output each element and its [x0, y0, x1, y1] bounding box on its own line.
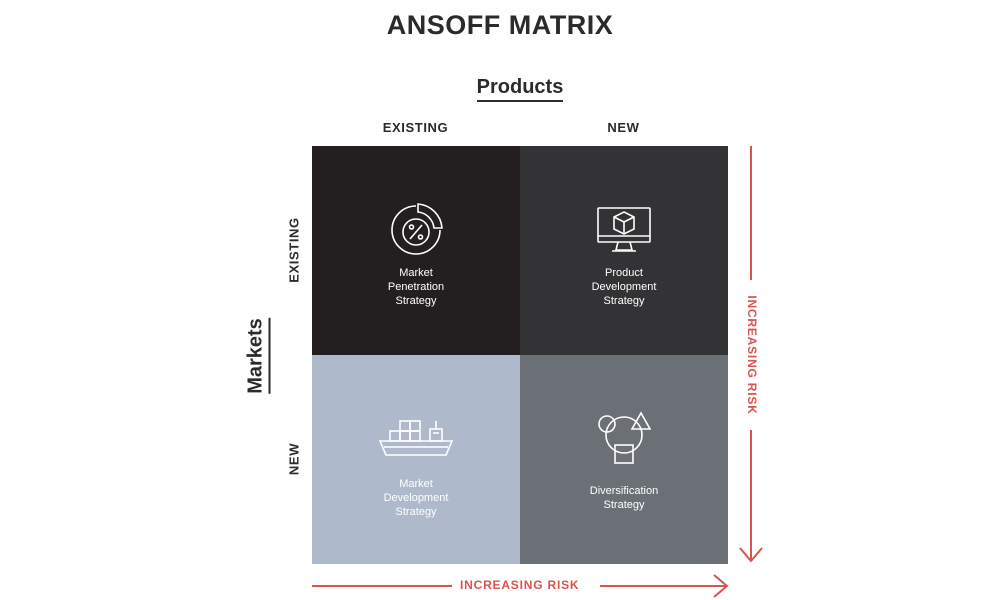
products-axis-label: Products: [0, 76, 1000, 102]
market-development-label: Market Development Strategy: [312, 477, 520, 519]
diversification-cell: Diversification Strategy: [520, 355, 728, 564]
label-line: Strategy: [395, 295, 437, 307]
shapes-icon: [592, 407, 656, 471]
label-line: Penetration: [387, 281, 445, 293]
label-line: Development: [383, 492, 449, 504]
page-title: ANSOFF MATRIX: [386, 10, 614, 40]
percent-pie-icon: [384, 198, 448, 262]
diversification-label: Diversification Strategy: [520, 484, 728, 512]
products-axis-text: Products: [476, 76, 564, 102]
market-development-cell: Market Development Strategy: [312, 355, 520, 564]
label-line: Market: [399, 267, 433, 279]
label-line: Diversification: [589, 485, 659, 497]
market-penetration-cell: Market Penetration Strategy: [312, 146, 520, 355]
label-line: Strategy: [395, 506, 437, 518]
label-line: Strategy: [603, 295, 645, 307]
increasing-risk-vertical-label: INCREASING RISK: [745, 295, 759, 415]
label-line: Market: [399, 478, 433, 490]
market-penetration-label: Market Penetration Strategy: [312, 266, 520, 308]
monitor-cube-icon: [592, 198, 656, 262]
product-development-cell: Product Development Strategy: [520, 146, 728, 355]
label-line: Strategy: [603, 499, 645, 511]
product-development-label: Product Development Strategy: [520, 266, 728, 308]
column-header-existing: EXISTING: [382, 120, 449, 135]
increasing-risk-horizontal-label: INCREASING RISK: [460, 578, 580, 592]
label-line: Product: [605, 267, 643, 279]
cargo-ship-icon: [376, 413, 456, 477]
risk-arrow-down-head: [739, 547, 763, 563]
column-header-new: NEW: [607, 120, 640, 135]
label-line: Development: [591, 281, 657, 293]
risk-arrow-right-head: [713, 574, 729, 598]
